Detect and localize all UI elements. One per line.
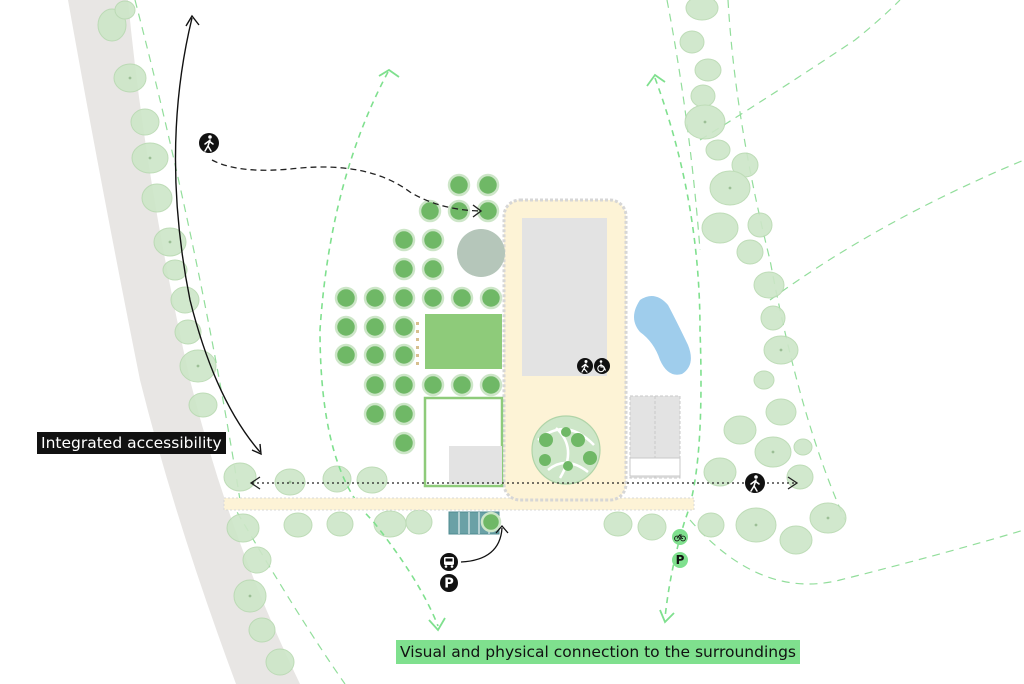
small-building xyxy=(449,446,502,484)
access-road xyxy=(223,497,695,511)
wheelchair-icon xyxy=(594,358,610,374)
view-corridor-arrowheads xyxy=(378,68,675,632)
plaza xyxy=(457,229,505,277)
bus-shed xyxy=(629,395,681,479)
accessibility-label: Integrated accessibility xyxy=(37,432,226,454)
bicycle-icon xyxy=(672,529,688,545)
pedestrian-route xyxy=(211,159,481,212)
horizontal-access-line xyxy=(249,476,799,490)
circular-garden xyxy=(531,415,601,485)
connection-label: Visual and physical connection to the su… xyxy=(396,640,800,664)
pedestrian-icon xyxy=(745,473,765,493)
parking-icon: P xyxy=(672,552,688,568)
field-markers xyxy=(416,322,419,365)
surrounding-tree-dots xyxy=(128,76,830,598)
main-building xyxy=(522,218,607,376)
svg-text:P: P xyxy=(676,553,685,567)
bus-route-arrow xyxy=(460,525,509,563)
road xyxy=(68,0,300,684)
accessibility-arrow xyxy=(174,14,262,456)
site-boundary-lines xyxy=(134,0,1024,684)
parking-icon: P xyxy=(440,574,458,592)
bus-icon xyxy=(440,553,458,571)
sports-field xyxy=(425,314,502,369)
pedestrian-icon xyxy=(577,358,593,374)
pedestrian-route-arrowhead xyxy=(472,204,483,218)
pond xyxy=(634,296,691,375)
svg-text:P: P xyxy=(444,577,454,592)
planted-trees xyxy=(334,173,503,533)
pedestrian-icon xyxy=(199,133,219,153)
